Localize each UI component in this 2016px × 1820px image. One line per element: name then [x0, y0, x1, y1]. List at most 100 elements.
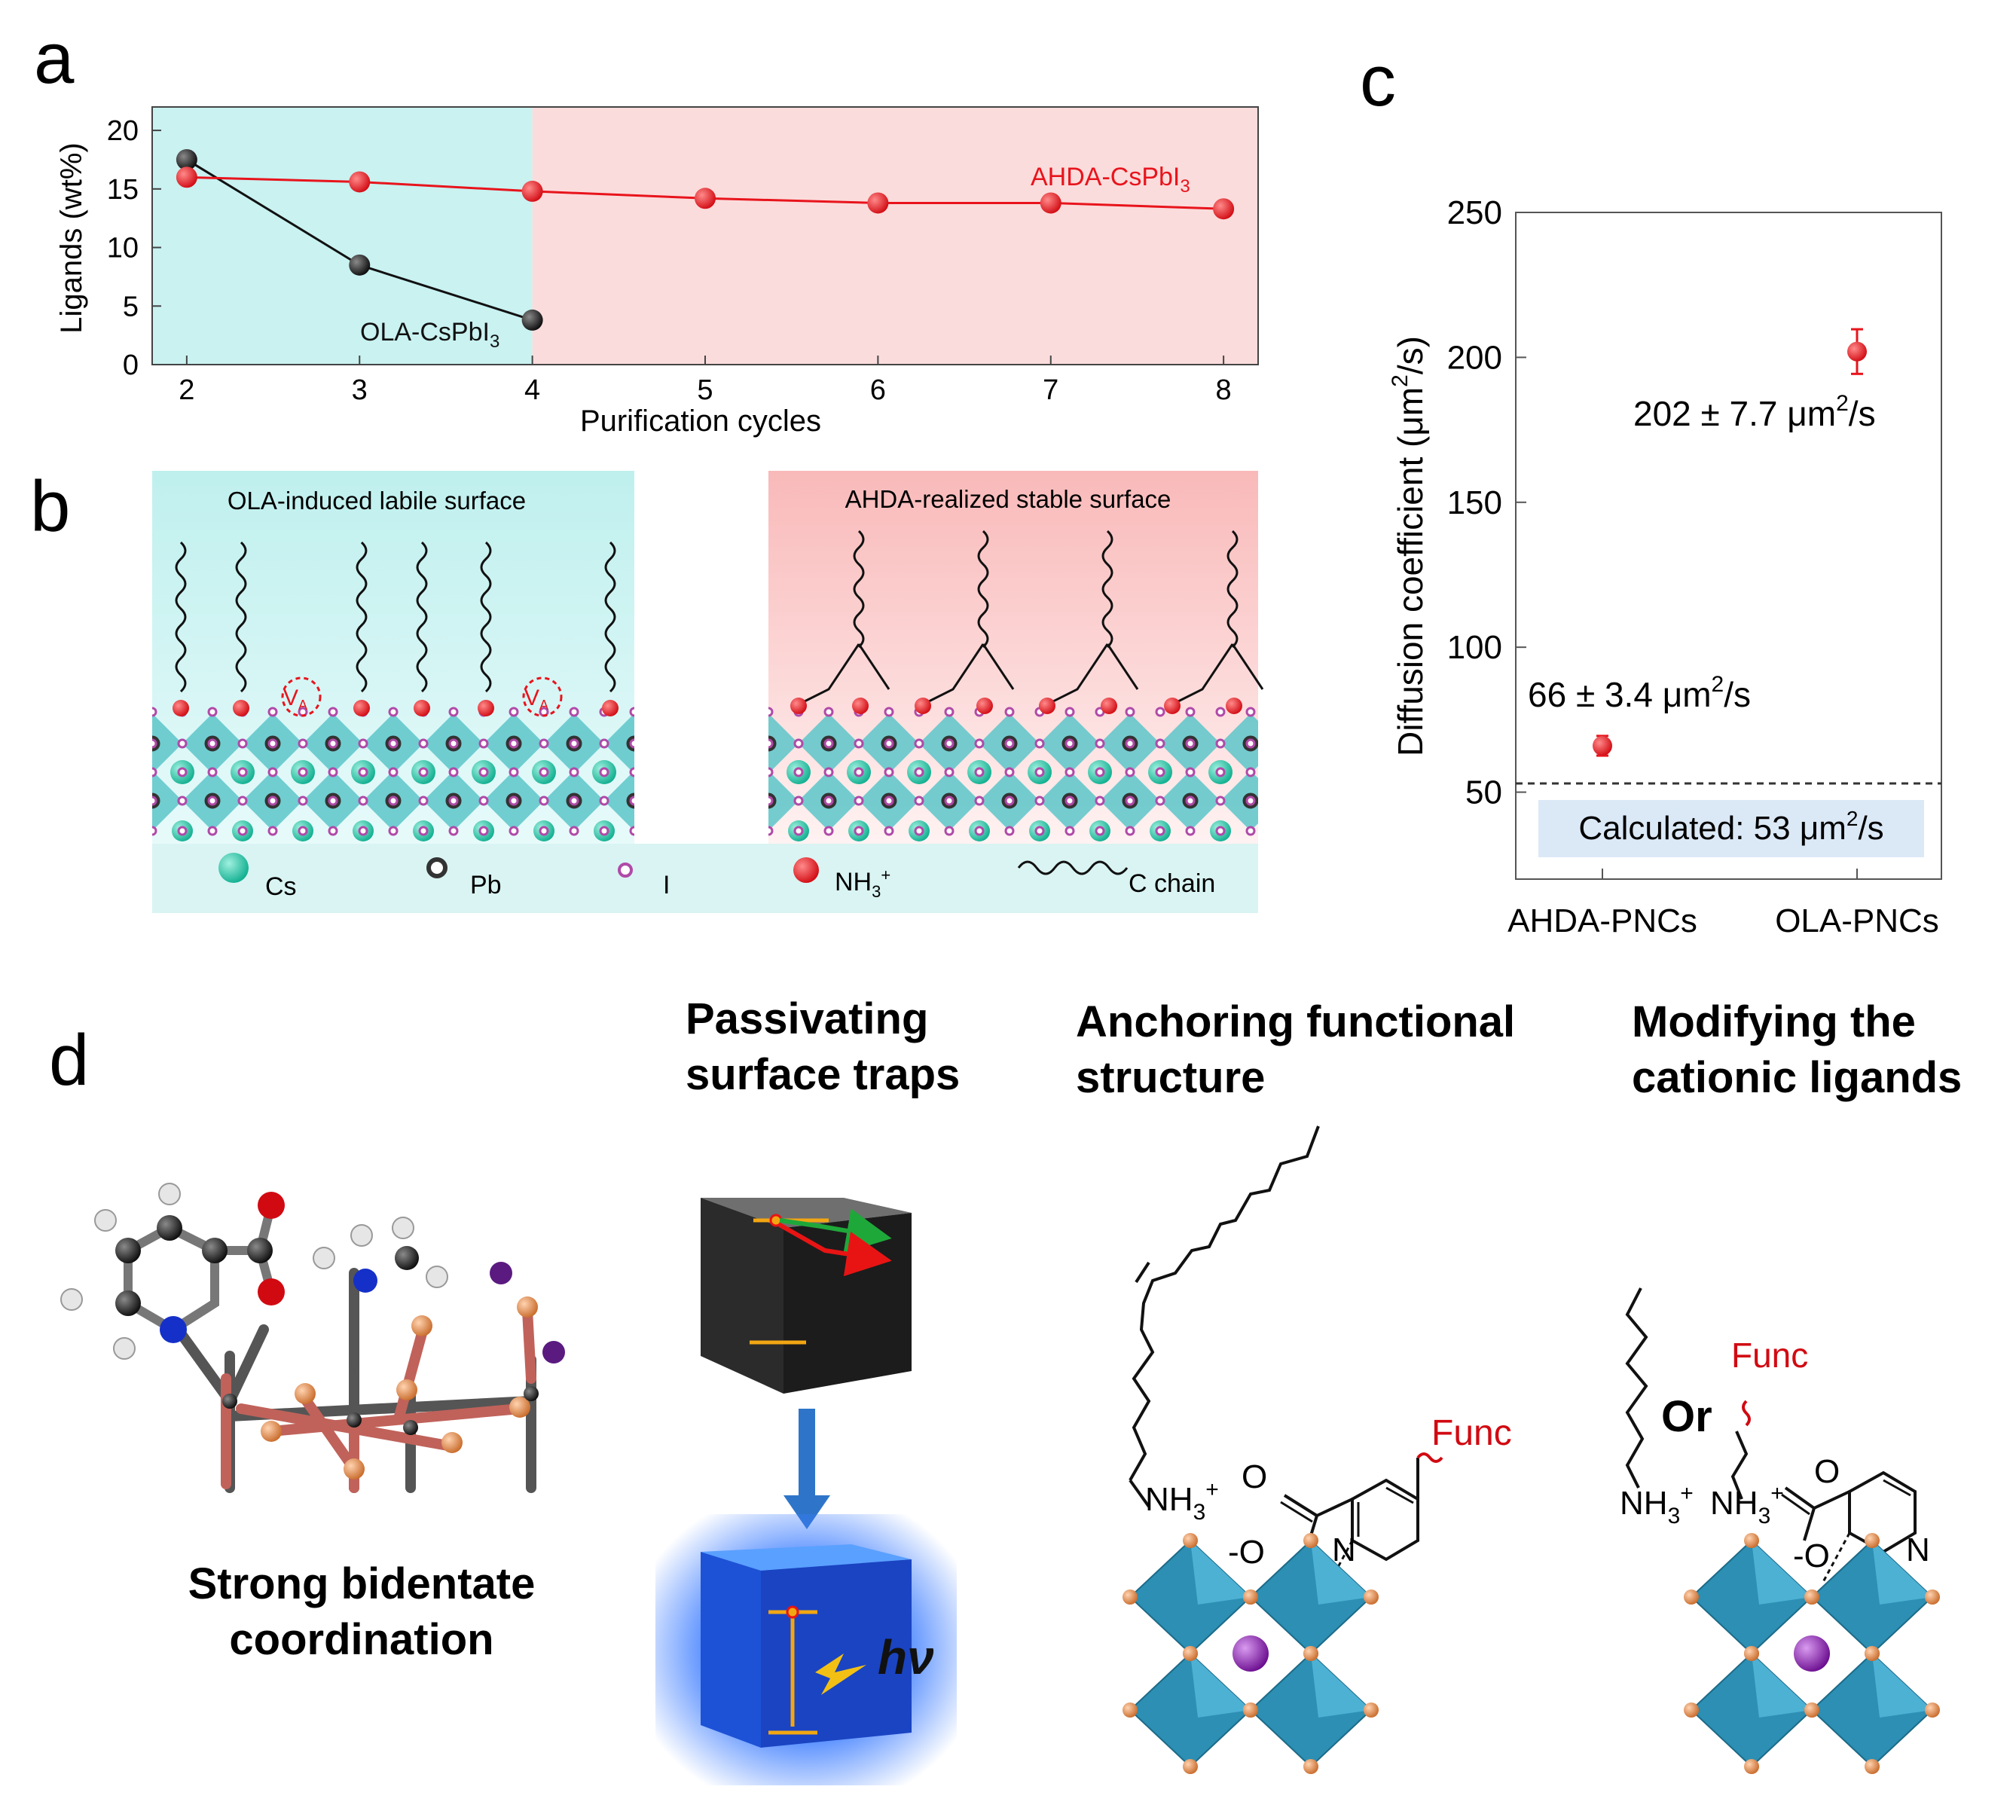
iodide-atom — [599, 767, 609, 777]
iodide-atom — [1095, 738, 1105, 749]
iodide-atom — [509, 795, 519, 806]
nh3-head — [233, 700, 249, 716]
iodide-atom — [1095, 795, 1105, 806]
iodide-atom — [1125, 707, 1135, 717]
iodide-atom — [177, 738, 188, 749]
chart-c-y-axis-label: Diffusion coefficient (μm2/s) — [1388, 336, 1430, 756]
iodide-atom — [478, 738, 489, 749]
y-tick-label: 100 — [1447, 629, 1502, 666]
iodide-atom — [793, 738, 804, 749]
panel-d-title-anchoring-2: structure — [1076, 1053, 1265, 1102]
legend-c-chain-label: C chain — [1129, 869, 1215, 898]
data-point-ahda — [176, 166, 197, 188]
chart-a-y-axis-label: Ligands (wt%) — [55, 142, 88, 333]
ligand-chain — [356, 541, 368, 693]
iodide-atom — [388, 707, 399, 717]
photon-label: hν — [878, 1630, 934, 1684]
panel-label-a: a — [34, 18, 75, 99]
iodide-atom — [569, 738, 579, 749]
iodide-atom — [1065, 767, 1075, 777]
ligand-chain — [853, 530, 865, 649]
panel-b-lattices — [121, 701, 1288, 844]
iodide-atom — [1065, 707, 1075, 717]
cs-atom — [1794, 1635, 1830, 1672]
nh3-head — [173, 700, 189, 716]
iodide-atom — [944, 795, 955, 806]
nh3-head — [353, 700, 370, 716]
x-tick-label: 2 — [179, 374, 194, 406]
x-tick-label: 7 — [1043, 374, 1058, 406]
y-tick-label: 200 — [1447, 339, 1502, 376]
n-label-1: N — [1332, 1531, 1356, 1568]
iodide-atom — [328, 826, 338, 836]
halide-atom — [1684, 1702, 1699, 1718]
iodide-atom — [177, 767, 188, 777]
n-label-2: N — [1906, 1531, 1930, 1568]
iodide-atom — [267, 767, 278, 777]
iodide-atom — [1185, 767, 1196, 777]
ligand-chain — [175, 541, 187, 693]
cs-atom — [1233, 1635, 1269, 1672]
iodide-atom — [207, 826, 218, 836]
x-tick-label: 8 — [1216, 374, 1232, 406]
iodide-atom — [539, 738, 549, 749]
iodide-atom — [388, 738, 399, 749]
iodide-atom — [207, 707, 218, 717]
iodide-atom — [1125, 826, 1135, 836]
iodide-atom — [1065, 738, 1075, 749]
halide-atom — [1183, 1646, 1198, 1661]
point-label-ola: 202 ± 7.7 μm2/s — [1633, 391, 1876, 433]
x-tick-label: 4 — [524, 374, 540, 406]
iodide-atom — [237, 826, 248, 836]
halide-atom — [1804, 1589, 1819, 1605]
iodide-atom — [1245, 826, 1256, 836]
halide-atom — [1303, 1646, 1318, 1661]
halide-atom — [1925, 1589, 1940, 1605]
x-tick-label: 5 — [697, 374, 713, 406]
ligand-chain — [480, 541, 492, 693]
calculated-value-label: Calculated: 53 μm2/s — [1578, 807, 1883, 847]
halide-atom — [1183, 1533, 1198, 1548]
iodide-atom — [1034, 738, 1045, 749]
nh3-head — [1101, 698, 1117, 714]
lattice-right-edge — [1258, 701, 1288, 844]
halide-atom — [1303, 1759, 1318, 1774]
iodide-atom — [1155, 826, 1165, 836]
iodide-atom — [1125, 795, 1135, 806]
iodide-atom — [914, 826, 924, 836]
lattice-left-edge — [121, 701, 152, 844]
halide-atom — [1364, 1589, 1379, 1605]
panel-b: OLA-induced labile surface AHDA-realized… — [121, 471, 1288, 913]
iodide-atom — [539, 795, 549, 806]
iodide-atom — [207, 767, 218, 777]
data-point-ahda — [1040, 192, 1061, 214]
halide-atom — [1804, 1702, 1819, 1718]
panel-label-b: b — [30, 466, 70, 547]
iodide-atom — [854, 826, 864, 836]
panel-b-left-title: OLA-induced labile surface — [228, 487, 526, 515]
iodide-atom — [569, 826, 579, 836]
ligand-branch — [922, 643, 985, 706]
panel-b-legend-strip — [152, 844, 1258, 913]
iodide-atom — [793, 795, 804, 806]
iodide-atom — [854, 738, 864, 749]
legend-pb-symbol — [426, 857, 447, 878]
nh3-label-2: NH3+ — [1620, 1481, 1694, 1528]
nh3-head — [602, 700, 619, 716]
iodide-atom — [418, 767, 429, 777]
iodide-atom — [854, 767, 864, 777]
panel-d-title-passivating: Passivating — [686, 994, 928, 1043]
iodide-atom — [478, 795, 489, 806]
chart-a-series-label-ahda: AHDA-CsPbI3 — [1031, 163, 1190, 197]
iodide-atom — [509, 707, 519, 717]
iodide-atom — [1215, 826, 1226, 836]
trap-state-cube — [701, 1198, 912, 1394]
iodide-atom — [237, 738, 248, 749]
legend-nh3-symbol — [793, 857, 819, 883]
ligand-branch — [1171, 643, 1234, 706]
iodide-atom — [328, 767, 338, 777]
ligand-branch — [1046, 643, 1109, 706]
iodide-atom — [1065, 826, 1075, 836]
iodide-atom — [1004, 738, 1015, 749]
data-point-ahda — [521, 180, 543, 202]
